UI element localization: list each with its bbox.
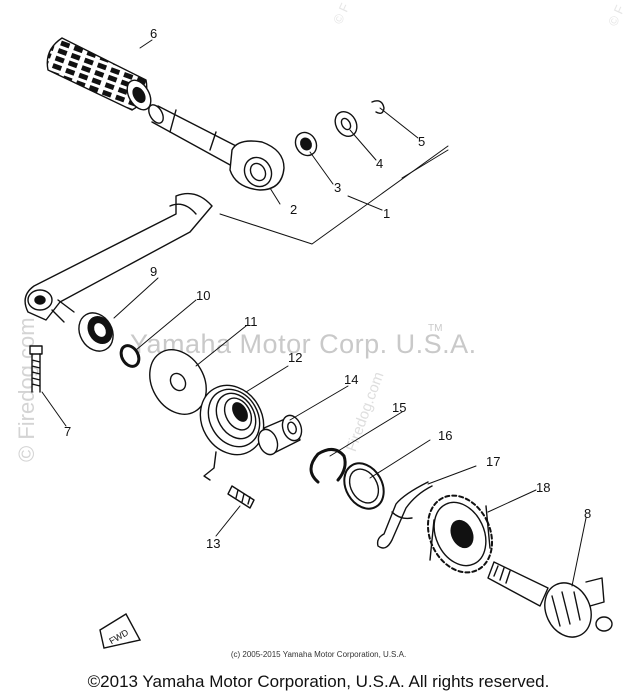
callout-9: 9	[150, 264, 157, 279]
callout-17: 17	[486, 454, 500, 469]
part-5-circlip	[371, 100, 385, 115]
callout-10: 10	[196, 288, 210, 303]
callout-18: 18	[536, 480, 550, 495]
fwd-arrow-icon: FWD	[99, 613, 142, 649]
part-16-ring	[343, 462, 385, 510]
callout-16: 16	[438, 428, 452, 443]
part-7-bolt	[29, 345, 43, 393]
part-3-collar	[294, 131, 318, 157]
leader-lines	[41, 39, 587, 587]
part-17-clip	[376, 481, 433, 549]
callout-15: 15	[392, 400, 406, 415]
callout-12: 12	[288, 350, 302, 365]
part-12-kick-spring	[199, 384, 265, 481]
callout-8: 8	[584, 506, 591, 521]
part-14-spacer	[257, 414, 303, 456]
callout-11: 11	[244, 314, 258, 329]
part-8-kick-axle	[487, 561, 613, 638]
part-2-kick-boss	[229, 140, 285, 191]
part-18-kick-gear	[426, 494, 494, 574]
kick-crank-arm	[24, 192, 213, 323]
kick-shaft	[148, 104, 241, 167]
callout-13: 13	[206, 536, 220, 551]
watermark-tm: TM	[428, 323, 443, 334]
callout-14: 14	[344, 372, 358, 387]
callout-7: 7	[64, 424, 71, 439]
part-13-spring-pin	[227, 485, 255, 509]
part-11-washer	[149, 349, 207, 415]
part-4-washer	[334, 110, 358, 138]
copyright-small: (c) 2005-2015 Yamaha Motor Corporation, …	[230, 650, 407, 659]
part-10-circlip	[119, 344, 141, 368]
copyright-main: ©2013 Yamaha Motor Corporation, U.S.A. A…	[87, 672, 550, 691]
callout-1: 1	[383, 206, 390, 221]
callout-4: 4	[376, 156, 383, 171]
callout-6: 6	[150, 26, 157, 41]
callout-3: 3	[334, 180, 341, 195]
part-15-circlip	[309, 448, 347, 484]
callout-5: 5	[418, 134, 425, 149]
watermark-yamaha: Yamaha Motor Corp. U.S.A.	[130, 329, 477, 359]
part-6-kick-grip	[46, 37, 152, 111]
part-9-oil-seal	[78, 312, 114, 352]
callout-2: 2	[290, 202, 297, 217]
